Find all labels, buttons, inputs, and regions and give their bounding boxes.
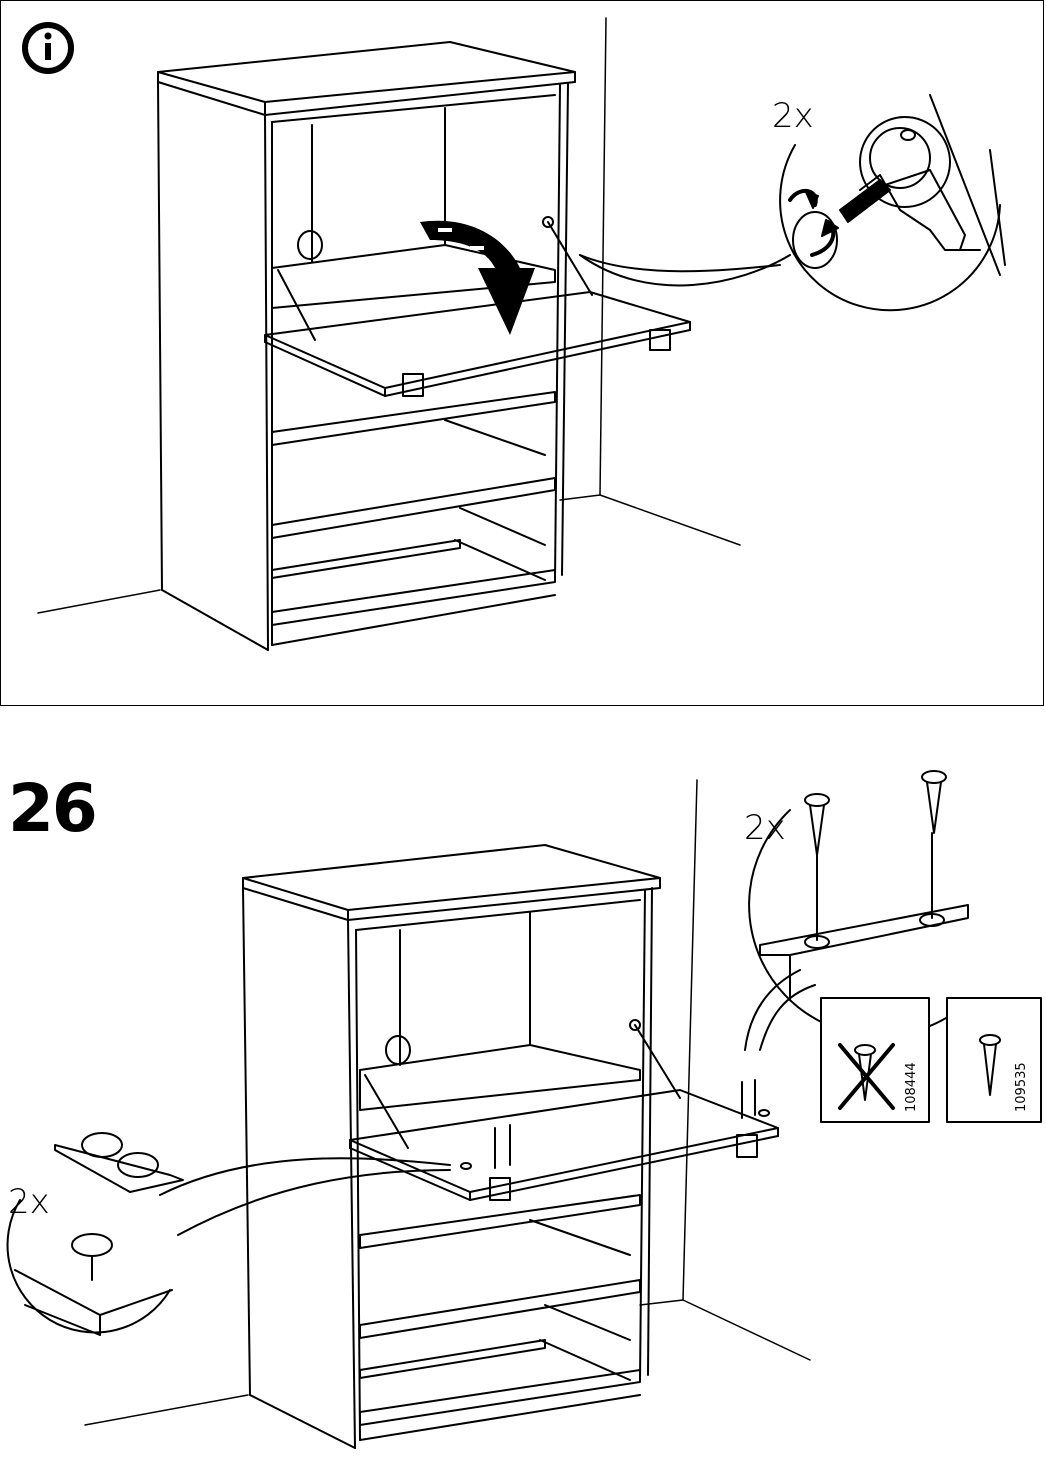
correct-screw-part-number: 109535 — [1014, 1062, 1029, 1112]
screws-quantity: 2x — [744, 808, 786, 848]
step-number: 26 — [8, 770, 96, 847]
wrong-screw-part-number: 108444 — [904, 1062, 919, 1112]
fold-down-arrow — [420, 221, 535, 335]
felt-pads-quantity: 2x — [8, 1182, 50, 1222]
callout-quantity: 2x — [772, 96, 814, 136]
dresser-frame-top — [158, 42, 690, 650]
room-lines — [38, 18, 740, 613]
info-icon — [25, 25, 71, 71]
dresser-frame-bottom — [243, 845, 778, 1448]
